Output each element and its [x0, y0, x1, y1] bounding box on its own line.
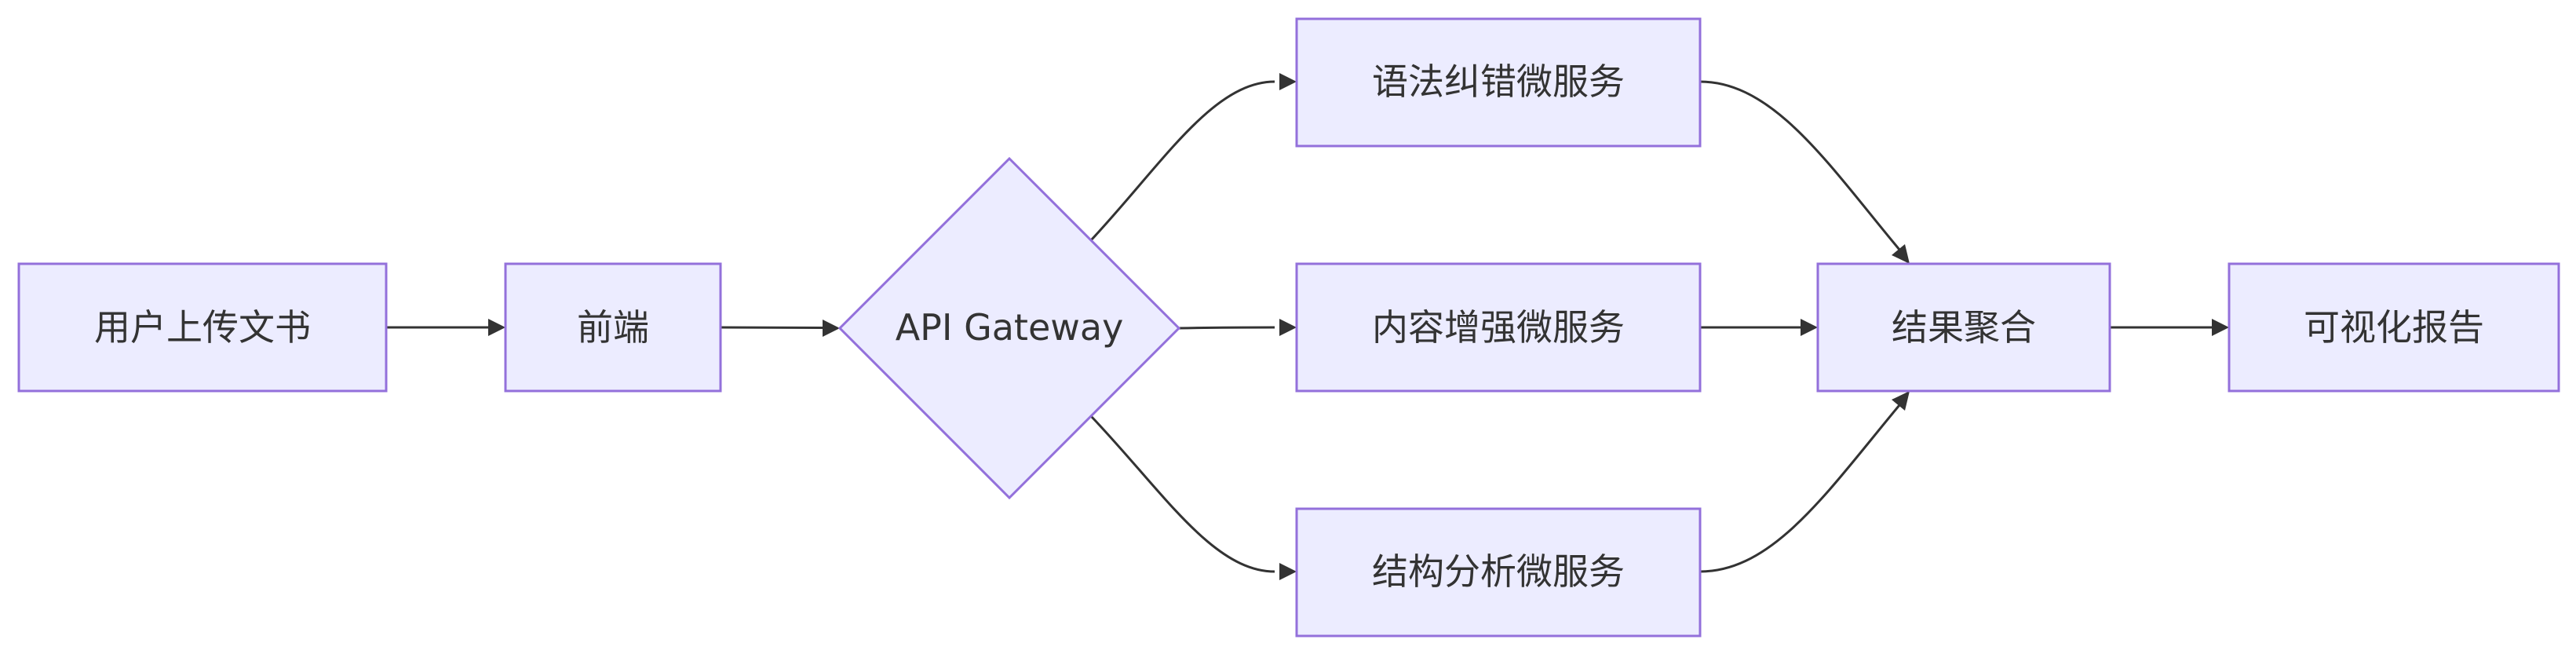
node-frontend-label: 前端 [577, 306, 649, 349]
edge-structure-to-aggregate [1699, 404, 1901, 573]
node-aggregate-label: 结果聚合 [1892, 306, 2036, 349]
arrowhead-grammar-to-aggregate [1892, 244, 1910, 264]
arrowhead-aggregate-to-report [2212, 319, 2229, 336]
node-structure-label: 结构分析微服务 [1372, 550, 1625, 593]
node-upload: 用户上传文书 [17, 262, 388, 393]
node-content-label: 内容增强微服务 [1372, 306, 1625, 349]
edge-gateway-to-content [1178, 326, 1275, 330]
node-grammar-label: 语法纠错微服务 [1372, 60, 1625, 103]
edge-grammar-to-aggregate [1699, 80, 1901, 250]
node-upload-label: 用户上传文书 [94, 306, 311, 349]
node-grammar: 语法纠错微服务 [1295, 17, 1702, 148]
node-gateway-label: API Gateway [896, 306, 1124, 349]
arrowhead-gateway-to-content [1279, 319, 1297, 336]
node-content: 内容增强微服务 [1295, 262, 1702, 393]
node-aggregate: 结果聚合 [1816, 262, 2111, 393]
node-structure: 结构分析微服务 [1295, 507, 1702, 638]
edges [386, 73, 2229, 580]
arrowhead-frontend-to-gateway [823, 320, 840, 337]
arrowhead-gateway-to-grammar [1279, 73, 1297, 90]
arrowhead-upload-to-frontend [488, 319, 505, 336]
node-report: 可视化报告 [2228, 262, 2560, 393]
edge-frontend-to-gateway [720, 326, 825, 329]
edge-gateway-to-grammar [1089, 80, 1275, 242]
arrowhead-content-to-aggregate [1801, 319, 1818, 336]
node-gateway: API Gateway [837, 156, 1181, 500]
arrowhead-gateway-to-structure [1279, 563, 1297, 580]
arrowhead-structure-to-aggregate [1892, 391, 1910, 411]
edge-gateway-to-structure [1089, 415, 1275, 573]
node-report-label: 可视化报告 [2304, 306, 2484, 349]
node-frontend: 前端 [504, 262, 722, 393]
